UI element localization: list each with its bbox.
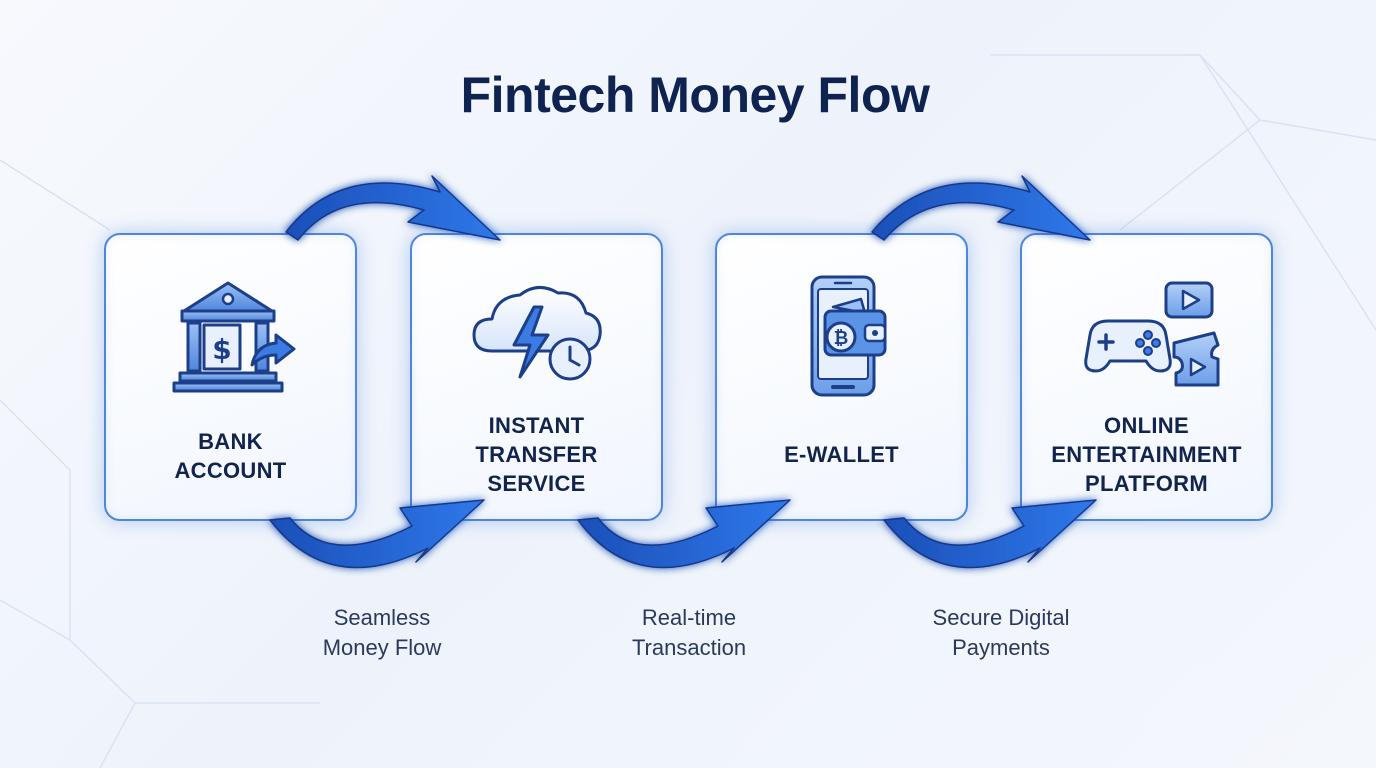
bank-transfer-icon: $ xyxy=(172,281,295,393)
step-label-e-wallet: E-WALLET xyxy=(727,440,956,469)
caption-line: Real-time xyxy=(641,605,737,630)
page-title: Fintech Money Flow xyxy=(460,67,930,123)
arrow-bottom-transfer-to-wallet xyxy=(577,499,791,569)
step-label-line: TRANSFER xyxy=(475,442,598,467)
step-label-line: ENTERTAINMENT xyxy=(1051,442,1242,467)
caption-line: Transaction xyxy=(631,635,747,660)
step-label-line: INSTANT xyxy=(488,413,585,438)
step-label-line: ACCOUNT xyxy=(174,458,287,483)
step-label-line: PLATFORM xyxy=(1085,471,1208,496)
step-card-instant-transfer: INSTANT TRANSFER SERVICE xyxy=(410,233,663,521)
step-label-instant-transfer: INSTANT TRANSFER SERVICE xyxy=(422,411,651,498)
step-label-line: SERVICE xyxy=(487,471,586,496)
step-label-line: ONLINE xyxy=(1104,413,1189,438)
arrow-top-bank-to-transfer xyxy=(285,175,501,241)
arrow-bottom-wallet-to-entertainment xyxy=(883,499,1097,569)
step-label-line: E-WALLET xyxy=(784,442,899,467)
step-label-online-entertainment: ONLINE ENTERTAINMENT PLATFORM xyxy=(1032,411,1261,498)
step-card-bank-account: $ BANK ACCOUNT xyxy=(104,233,357,521)
arrow-bottom-bank-to-transfer xyxy=(269,499,485,569)
caption-real-time-transaction: Real-time Transaction xyxy=(569,603,809,663)
step-card-e-wallet: ₿ E-WALLET xyxy=(715,233,968,521)
step-card-online-entertainment: ONLINE ENTERTAINMENT PLATFORM xyxy=(1020,233,1273,521)
caption-line: Money Flow xyxy=(322,635,442,660)
step-label-bank-account: BANK ACCOUNT xyxy=(116,427,345,485)
svg-text:$: $ xyxy=(212,333,231,366)
arrow-top-wallet-to-entertainment xyxy=(871,175,1091,241)
caption-line: Payments xyxy=(952,635,1050,660)
caption-line: Secure Digital xyxy=(932,605,1070,630)
caption-line: Seamless xyxy=(333,605,431,630)
phone-wallet-icon: ₿ xyxy=(810,275,886,397)
svg-text:₿: ₿ xyxy=(833,328,848,349)
gamepad-video-ticket-icon xyxy=(1084,281,1220,387)
cloud-lightning-clock-icon xyxy=(472,286,602,381)
step-label-line: BANK xyxy=(198,429,263,454)
caption-secure-digital-payments: Secure Digital Payments xyxy=(881,603,1121,663)
caption-seamless-money-flow: Seamless Money Flow xyxy=(262,603,502,663)
